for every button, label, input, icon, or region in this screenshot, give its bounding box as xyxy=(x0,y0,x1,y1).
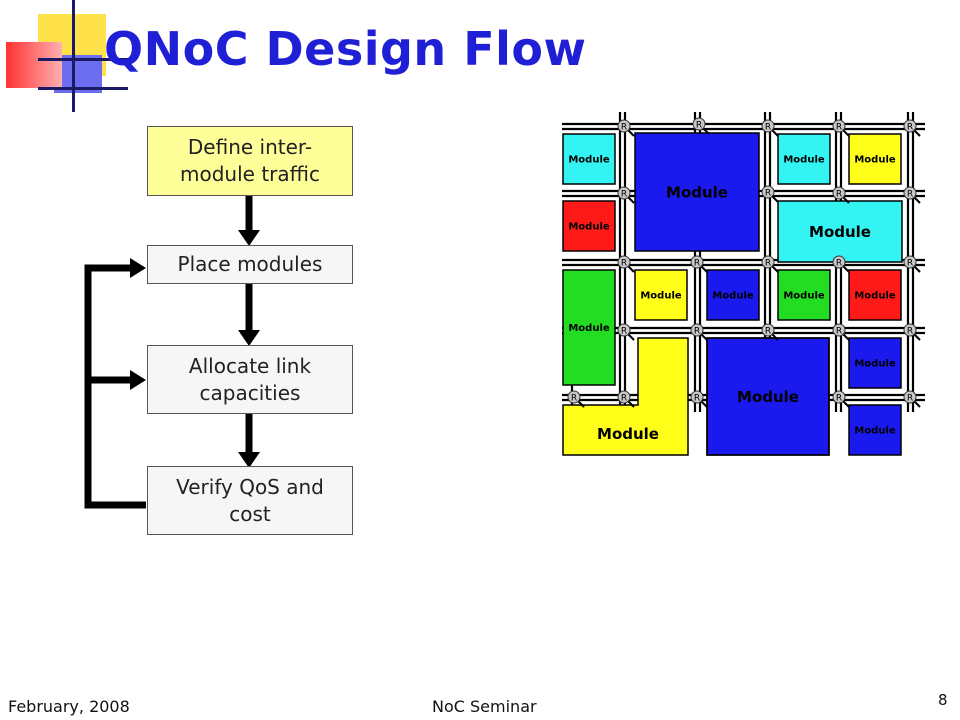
deco-red-square xyxy=(6,42,62,88)
router-label: R xyxy=(907,259,913,269)
router-node xyxy=(617,390,631,404)
module-label: Module xyxy=(568,323,610,334)
deco-vertical-line xyxy=(72,0,75,112)
module-label: Module xyxy=(854,291,896,302)
router-label: R xyxy=(836,123,842,133)
router-node xyxy=(617,323,631,337)
module-yellow-small xyxy=(848,133,902,185)
title-decoration xyxy=(0,0,130,115)
deco-horizontal-line xyxy=(38,58,128,61)
router-node xyxy=(832,186,846,200)
router-node xyxy=(903,186,917,200)
router-label: R xyxy=(765,259,771,269)
slide-title: QNoC Design Flow xyxy=(104,22,587,76)
router-label: R xyxy=(621,123,627,133)
module-cyan-small xyxy=(777,133,831,185)
router-node xyxy=(617,119,631,133)
module-label: Module xyxy=(568,222,610,233)
router-label: R xyxy=(907,394,913,404)
router-label: R xyxy=(571,394,577,404)
router-node xyxy=(690,323,704,337)
router-label: R xyxy=(621,394,627,404)
module-label: Module xyxy=(737,388,799,406)
footer-date: February, 2008 xyxy=(8,697,130,716)
flow-step-label: Place modules xyxy=(177,252,323,276)
router-node xyxy=(692,117,706,131)
router-label: R xyxy=(836,394,842,404)
router-label: R xyxy=(836,327,842,337)
router-label: R xyxy=(836,190,842,200)
module-label: Module xyxy=(712,291,754,302)
router-node xyxy=(832,390,846,404)
router-node xyxy=(761,323,775,337)
module-cyan-small xyxy=(562,133,616,185)
module-label: Module xyxy=(640,291,682,302)
module-red-small xyxy=(848,269,902,321)
module-label: Module xyxy=(666,183,728,201)
deco-blue-square xyxy=(54,55,102,93)
router-node xyxy=(903,323,917,337)
router-node xyxy=(903,119,917,133)
router-label: R xyxy=(765,327,771,337)
module-red-small xyxy=(562,200,616,252)
router-node xyxy=(761,185,775,199)
module-green-tall xyxy=(562,269,616,386)
router-label: R xyxy=(694,394,700,404)
module-blue-large xyxy=(706,337,830,456)
router-node xyxy=(567,390,581,404)
page-number: 8 xyxy=(938,691,948,709)
router-label: R xyxy=(836,259,842,269)
router-node xyxy=(832,119,846,133)
module-cyan-wide xyxy=(777,200,903,263)
router-node xyxy=(761,255,775,269)
router-node xyxy=(832,323,846,337)
module-blue-small xyxy=(848,404,902,456)
router-label: R xyxy=(765,189,771,199)
module-blue-small xyxy=(848,337,902,389)
module-label: Module xyxy=(854,155,896,166)
module-label: Module xyxy=(568,155,610,166)
router-label: R xyxy=(621,190,627,200)
footer-title: NoC Seminar xyxy=(432,697,537,716)
router-label: R xyxy=(694,259,700,269)
flow-step-label: Allocate link capacities xyxy=(188,353,312,405)
flow-step-place-modules: Place modules xyxy=(147,245,353,284)
router-node xyxy=(617,255,631,269)
module-label: Module xyxy=(854,426,896,437)
router-label: R xyxy=(765,123,771,133)
module-blue-large xyxy=(634,132,760,252)
router-label: R xyxy=(694,327,700,337)
module-label: Module xyxy=(597,425,659,443)
module-yellow-small xyxy=(634,269,688,321)
flow-step-define-traffic: Define inter-module traffic xyxy=(147,126,353,196)
router-label: R xyxy=(907,123,913,133)
router-node xyxy=(690,255,704,269)
module-label: Module xyxy=(854,359,896,370)
router-node xyxy=(617,186,631,200)
flow-step-label: Define inter-module traffic xyxy=(180,135,320,186)
module-yellow-l-shape xyxy=(562,337,689,456)
router-node xyxy=(690,390,704,404)
router-label: R xyxy=(621,259,627,269)
router-label: R xyxy=(621,327,627,337)
router-node xyxy=(832,255,846,269)
deco-horizontal-line-2 xyxy=(38,87,128,90)
flow-step-allocate-capacities: Allocate link capacities xyxy=(147,345,353,414)
module-label: Module xyxy=(783,291,825,302)
flow-step-verify-qos: Verify QoS and cost xyxy=(147,466,353,535)
router-label: R xyxy=(696,121,702,131)
router-label: R xyxy=(907,327,913,337)
module-label: Module xyxy=(783,155,825,166)
router-node xyxy=(903,255,917,269)
router-node xyxy=(903,390,917,404)
module-blue-small xyxy=(706,269,760,321)
router-label: R xyxy=(907,190,913,200)
module-border xyxy=(706,337,830,456)
module-green-small xyxy=(777,269,831,321)
router-node xyxy=(761,119,775,133)
flow-step-label: Verify QoS and cost xyxy=(176,474,324,526)
module-label: Module xyxy=(809,223,871,241)
